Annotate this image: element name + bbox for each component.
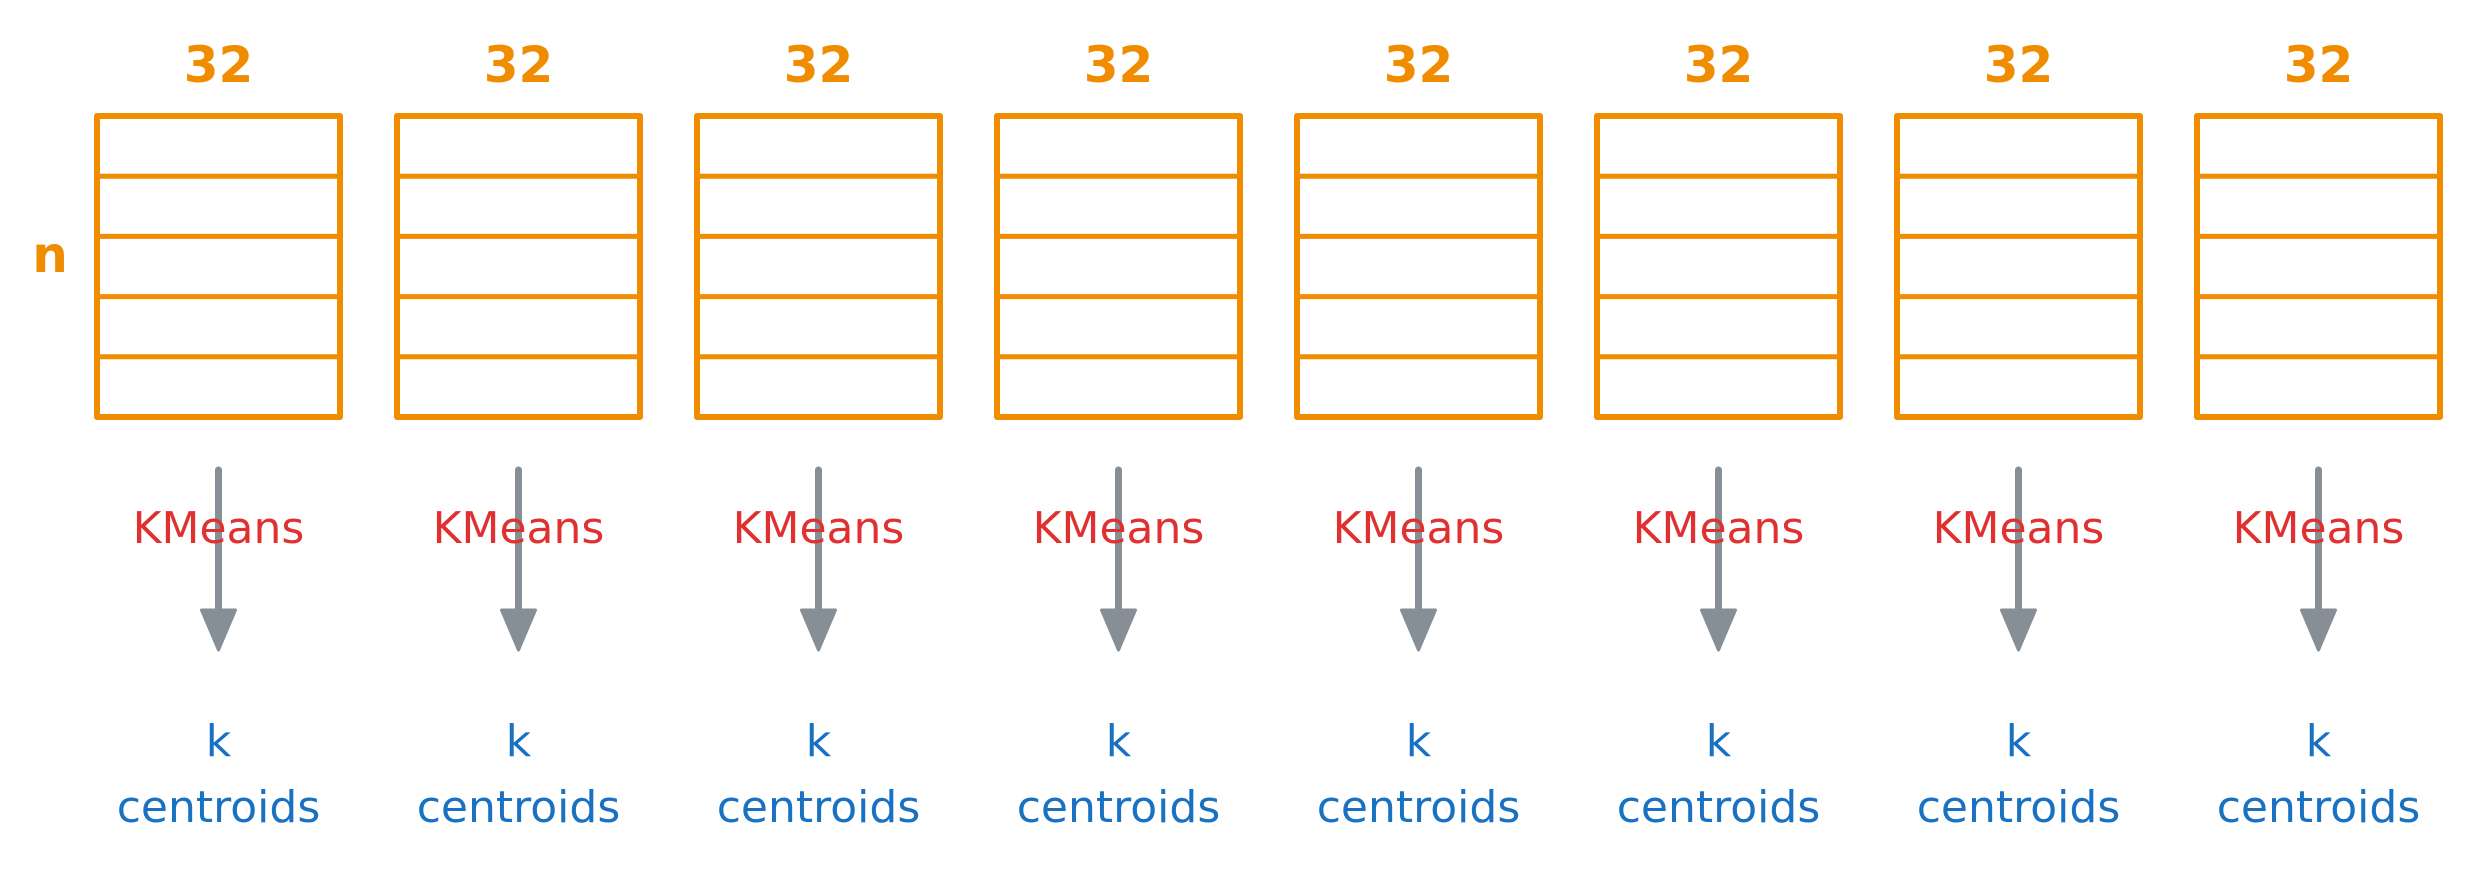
output-count-label: k: [1406, 716, 1432, 767]
subvector-matrix: [94, 113, 343, 420]
algorithm-label: KMeans: [1333, 503, 1505, 554]
algorithm-label: KMeans: [433, 503, 605, 554]
output-count-label: k: [206, 716, 232, 767]
subspace-width-label: 32: [1084, 36, 1154, 94]
output-centroids-label: centroids: [1617, 782, 1821, 833]
output-count-label: k: [506, 716, 532, 767]
subvector-matrix: [694, 113, 943, 420]
output-centroids-label: centroids: [417, 782, 621, 833]
algorithm-label: KMeans: [1933, 503, 2105, 554]
output-centroids-label: centroids: [1917, 782, 2121, 833]
output-count-label: k: [806, 716, 832, 767]
subvector-matrix: [1594, 113, 1843, 420]
output-count-label: k: [1706, 716, 1732, 767]
subvector-matrix: [1294, 113, 1543, 420]
algorithm-label: KMeans: [1633, 503, 1805, 554]
arrow-down-icon: [800, 608, 837, 652]
output-count-label: k: [1106, 716, 1132, 767]
subspace-width-label: 32: [1684, 36, 1754, 94]
arrow-down-icon: [1700, 608, 1737, 652]
subvector-matrix: [2194, 113, 2443, 420]
output-centroids-label: centroids: [1017, 782, 1221, 833]
arrow-down-icon: [1400, 608, 1437, 652]
algorithm-label: KMeans: [2233, 503, 2405, 554]
output-count-label: k: [2306, 716, 2332, 767]
output-centroids-label: centroids: [717, 782, 921, 833]
arrow-down-icon: [2000, 608, 2037, 652]
subspace-width-label: 32: [184, 36, 254, 94]
arrow-down-icon: [1100, 608, 1137, 652]
arrow-down-icon: [200, 608, 237, 652]
output-centroids-label: centroids: [2217, 782, 2421, 833]
subspace-width-label: 32: [484, 36, 554, 94]
arrow-down-icon: [2300, 608, 2337, 652]
subspace-width-label: 32: [784, 36, 854, 94]
output-centroids-label: centroids: [117, 782, 321, 833]
output-centroids-label: centroids: [1317, 782, 1521, 833]
subvector-matrix: [394, 113, 643, 420]
algorithm-label: KMeans: [133, 503, 305, 554]
algorithm-label: KMeans: [733, 503, 905, 554]
subspace-width-label: 32: [2284, 36, 2354, 94]
algorithm-label: KMeans: [1033, 503, 1205, 554]
subvector-matrix: [1894, 113, 2143, 420]
subvector-matrix: [994, 113, 1243, 420]
subspace-columns: 32KMeanskcentroids32KMeanskcentroids32KM…: [94, 36, 2443, 833]
subspace-width-label: 32: [1984, 36, 2054, 94]
subspace-width-label: 32: [1384, 36, 1454, 94]
row-dimension-label: n: [32, 226, 68, 284]
arrow-down-icon: [500, 608, 537, 652]
output-count-label: k: [2006, 716, 2032, 767]
